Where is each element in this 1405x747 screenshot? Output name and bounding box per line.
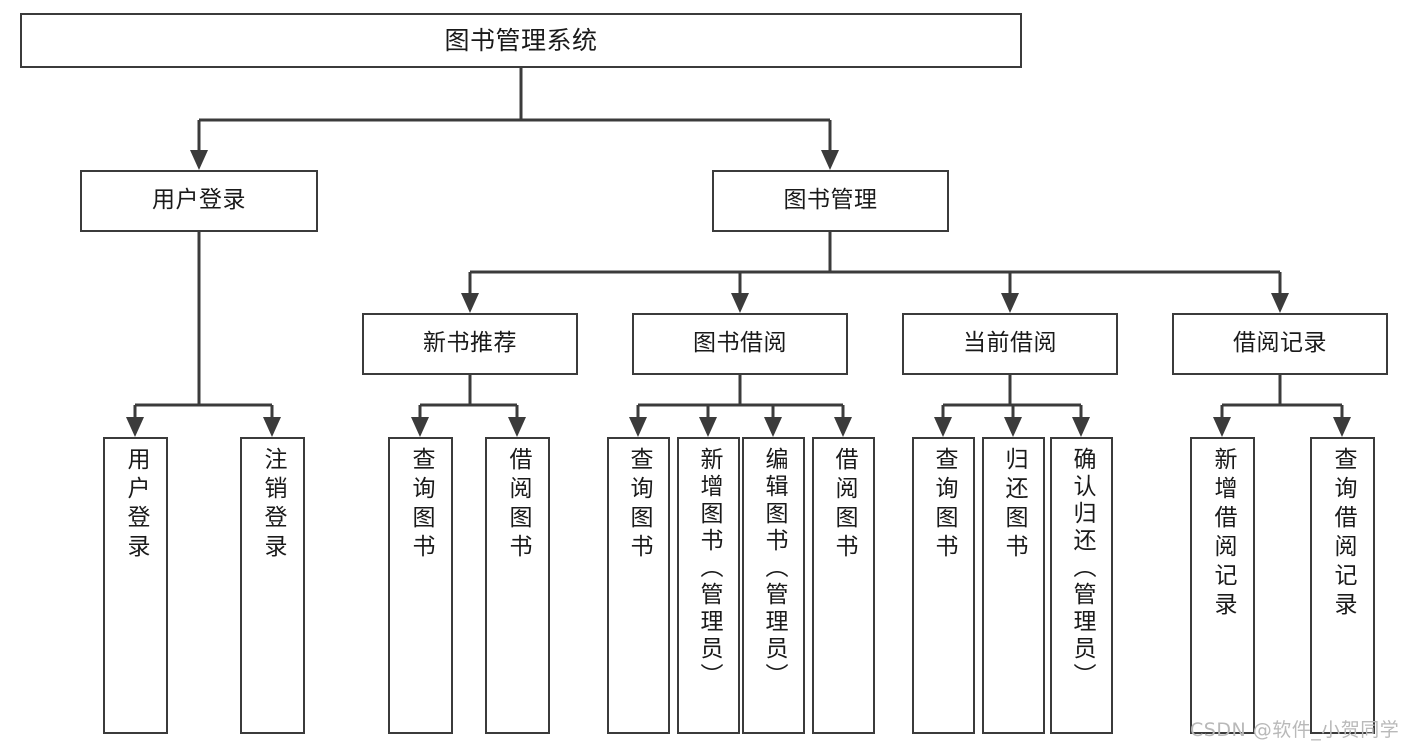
leaf-node: 查询借阅记录 bbox=[1310, 437, 1375, 734]
leaf-node: 归还图书 bbox=[982, 437, 1045, 734]
arrow-head-icon bbox=[1072, 417, 1090, 437]
leaf-node: 新增借阅记录 bbox=[1190, 437, 1255, 734]
level2-node: 借阅记录 bbox=[1172, 313, 1388, 375]
level1-node-label: 图书管理 bbox=[783, 187, 878, 214]
arrow-head-icon bbox=[1213, 417, 1231, 437]
leaf-node: 编辑图书（管理员） bbox=[742, 437, 805, 734]
arrow-head-icon bbox=[1271, 293, 1289, 313]
leaf-node: 新增图书（管理员） bbox=[677, 437, 740, 734]
level2-node-label: 借阅记录 bbox=[1233, 330, 1327, 357]
arrow-head-icon bbox=[461, 293, 479, 313]
leaf-node-label: 用户登录 bbox=[123, 447, 149, 563]
level2-node-label: 新书推荐 bbox=[423, 330, 517, 357]
leaf-node: 借阅图书 bbox=[812, 437, 875, 734]
level1-node-label: 用户登录 bbox=[152, 187, 246, 214]
leaf-node-label: 归还图书 bbox=[1001, 447, 1027, 563]
leaf-node-label: 查询图书 bbox=[931, 447, 957, 563]
arrow-head-icon bbox=[764, 417, 782, 437]
leaf-node-label: 查询图书 bbox=[626, 447, 652, 563]
leaf-node: 查询图书 bbox=[912, 437, 975, 734]
leaf-node-label: 新增借阅记录 bbox=[1210, 447, 1236, 621]
arrow-head-icon bbox=[1001, 293, 1019, 313]
arrow-head-icon bbox=[411, 417, 429, 437]
level1-node: 用户登录 bbox=[80, 170, 318, 232]
arrow-head-icon bbox=[508, 417, 526, 437]
arrow-head-icon bbox=[834, 417, 852, 437]
arrow-head-icon bbox=[731, 293, 749, 313]
leaf-node-label: 确认归还（管理员） bbox=[1069, 447, 1095, 690]
root-node-label: 图书管理系统 bbox=[444, 25, 598, 55]
watermark-label: CSDN @软件_小贺同学 bbox=[1190, 719, 1400, 741]
leaf-node: 注销登录 bbox=[240, 437, 305, 734]
arrow-head-icon bbox=[126, 417, 144, 437]
arrow-head-icon bbox=[190, 150, 208, 170]
leaf-node: 借阅图书 bbox=[485, 437, 550, 734]
level2-node: 新书推荐 bbox=[362, 313, 578, 375]
leaf-node: 查询图书 bbox=[607, 437, 670, 734]
level2-node: 当前借阅 bbox=[902, 313, 1118, 375]
arrow-head-icon bbox=[1004, 417, 1022, 437]
leaf-node-label: 查询图书 bbox=[408, 447, 434, 563]
arrow-head-icon bbox=[629, 417, 647, 437]
arrow-head-icon bbox=[699, 417, 717, 437]
leaf-node: 用户登录 bbox=[103, 437, 168, 734]
leaf-node-label: 借阅图书 bbox=[831, 447, 857, 563]
leaf-node-label: 借阅图书 bbox=[505, 447, 531, 563]
leaf-node-label: 注销登录 bbox=[260, 447, 286, 563]
level2-node-label: 当前借阅 bbox=[963, 330, 1057, 357]
leaf-node-label: 查询借阅记录 bbox=[1330, 447, 1356, 621]
arrow-head-icon bbox=[821, 150, 839, 170]
level2-node: 图书借阅 bbox=[632, 313, 848, 375]
level1-node: 图书管理 bbox=[712, 170, 949, 232]
arrow-head-icon bbox=[1333, 417, 1351, 437]
level2-node-label: 图书借阅 bbox=[693, 330, 787, 357]
leaf-node: 确认归还（管理员） bbox=[1050, 437, 1113, 734]
arrow-head-icon bbox=[934, 417, 952, 437]
arrow-head-icon bbox=[263, 417, 281, 437]
leaf-node-label: 新增图书（管理员） bbox=[696, 447, 722, 690]
leaf-node-label: 编辑图书（管理员） bbox=[761, 447, 787, 690]
root-node: 图书管理系统 bbox=[20, 13, 1022, 68]
leaf-node: 查询图书 bbox=[388, 437, 453, 734]
